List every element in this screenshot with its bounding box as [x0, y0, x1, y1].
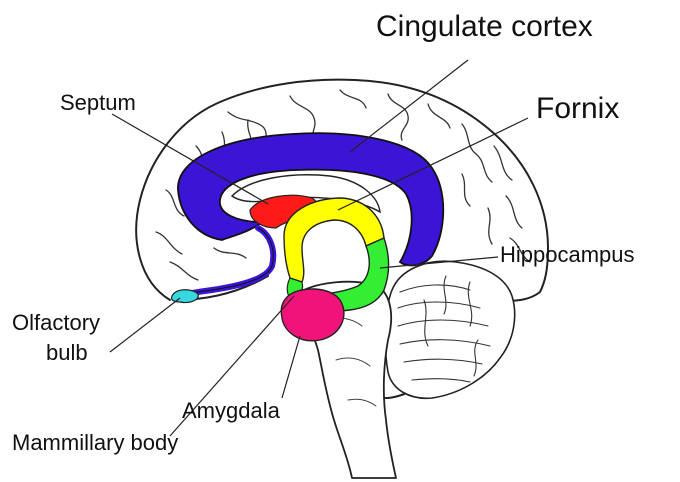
pointer-amygdala [282, 336, 300, 398]
label-cingulate-cortex: Cingulate cortex [376, 12, 593, 42]
label-fornix: Fornix [536, 94, 619, 124]
label-amygdala: Amygdala [182, 400, 280, 422]
pointer-cingulate [350, 60, 468, 152]
cerebellum [385, 261, 514, 398]
label-hippocampus: Hippocampus [500, 244, 635, 266]
label-mammillary-body: Mammillary body [12, 432, 178, 454]
label-olfactory-line2: bulb [46, 342, 88, 364]
olfactory-bulb-region [171, 290, 198, 303]
label-septum: Septum [60, 92, 136, 114]
label-olfactory-line1: Olfactory [12, 312, 100, 334]
amygdala-region [281, 289, 344, 341]
pointer-olfactory [110, 298, 180, 352]
